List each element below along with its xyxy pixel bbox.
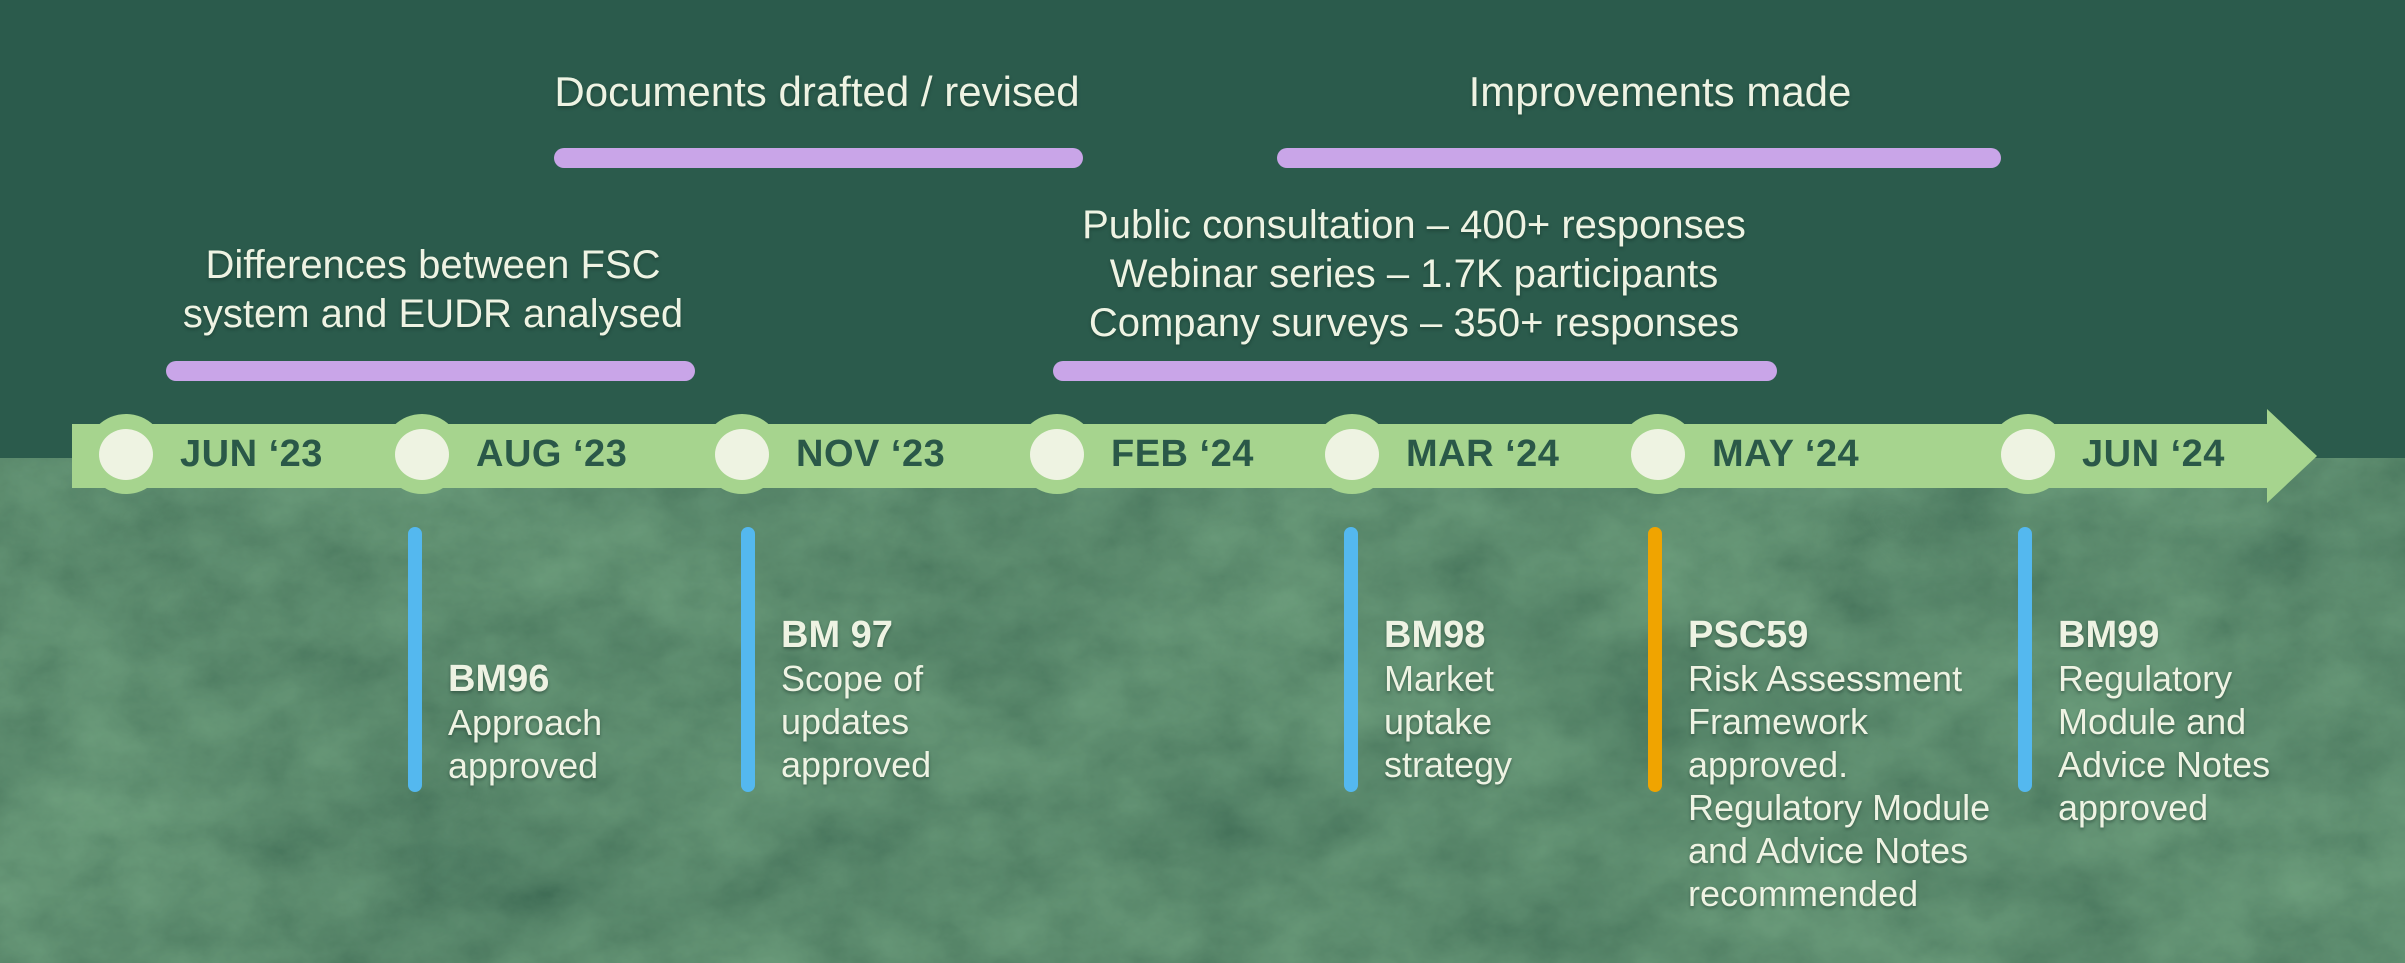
milestone-code: PSC59	[1688, 614, 1809, 656]
month-label: MAY ‘24	[1712, 432, 1860, 475]
milestone-description: Market uptake strategy	[1384, 658, 1513, 785]
timeline-node-mar24: MAR ‘24	[1312, 414, 1559, 494]
timeline-node-nov23: NOV ‘23	[702, 414, 945, 494]
timeline-node-dot	[1030, 428, 1084, 480]
milestone-code: BM96	[448, 658, 550, 700]
timeline-node-circle	[1017, 414, 1097, 494]
timeline-node-circle	[382, 414, 462, 494]
month-label: FEB ‘24	[1111, 432, 1254, 475]
month-label: JUN ‘24	[2082, 432, 2225, 475]
month-label: AUG ‘23	[476, 432, 628, 475]
timeline-node-circle	[86, 414, 166, 494]
underline-improvements	[1277, 148, 2001, 168]
timeline-node-jun23: JUN ‘23	[86, 414, 323, 494]
milestone-bar	[2018, 527, 2032, 792]
forest-canopy-photo	[0, 458, 2405, 963]
timeline-node-dot	[99, 428, 153, 480]
timeline-node-circle	[1618, 414, 1698, 494]
timeline-node-circle	[1988, 414, 2068, 494]
timeline-node-dot	[715, 428, 769, 480]
milestone-code: BM98	[1384, 614, 1486, 656]
milestone-code: BM99	[2058, 614, 2160, 656]
underline-documents	[554, 148, 1083, 168]
timeline-node-dot	[1325, 428, 1379, 480]
milestone-description: Regulatory Module and Advice Notes appro…	[2058, 658, 2271, 828]
milestone-code: BM 97	[781, 614, 893, 656]
month-label: NOV ‘23	[796, 432, 946, 475]
timeline-arrowhead-icon	[2267, 409, 2317, 503]
month-label: JUN ‘23	[180, 432, 323, 475]
timeline-node-circle	[702, 414, 782, 494]
annotation-improvements-made: Improvements made	[1468, 68, 1852, 115]
milestone-description: Approach approved	[448, 702, 603, 786]
underline-engagement	[1053, 361, 1777, 381]
underline-differences	[166, 361, 695, 381]
annotation-documents-drafted: Documents drafted / revised	[554, 68, 1080, 115]
milestone-description: Scope of updates approved	[781, 658, 932, 785]
timeline-node-feb24: FEB ‘24	[1017, 414, 1254, 494]
milestone-bar	[1344, 527, 1358, 792]
timeline-node-dot	[1631, 428, 1685, 480]
timeline-node-dot	[395, 428, 449, 480]
milestone-description: Risk Assessment Framework approved. Regu…	[1688, 658, 1991, 914]
timeline-node-aug23: AUG ‘23	[382, 414, 627, 494]
annotation-differences-analysed: Differences between FSC system and EUDR …	[182, 243, 684, 336]
annotation-public-engagement: Public consultation – 400+ responses Web…	[1082, 203, 1746, 345]
milestone-bar	[741, 527, 755, 792]
milestone-bar	[1648, 527, 1662, 792]
milestone-bar	[408, 527, 422, 792]
timeline-node-may24: MAY ‘24	[1618, 414, 1859, 494]
timeline-node-dot	[2001, 428, 2055, 480]
timeline-node-jun24: JUN ‘24	[1988, 414, 2225, 494]
timeline-node-circle	[1312, 414, 1392, 494]
month-label: MAR ‘24	[1406, 432, 1560, 475]
